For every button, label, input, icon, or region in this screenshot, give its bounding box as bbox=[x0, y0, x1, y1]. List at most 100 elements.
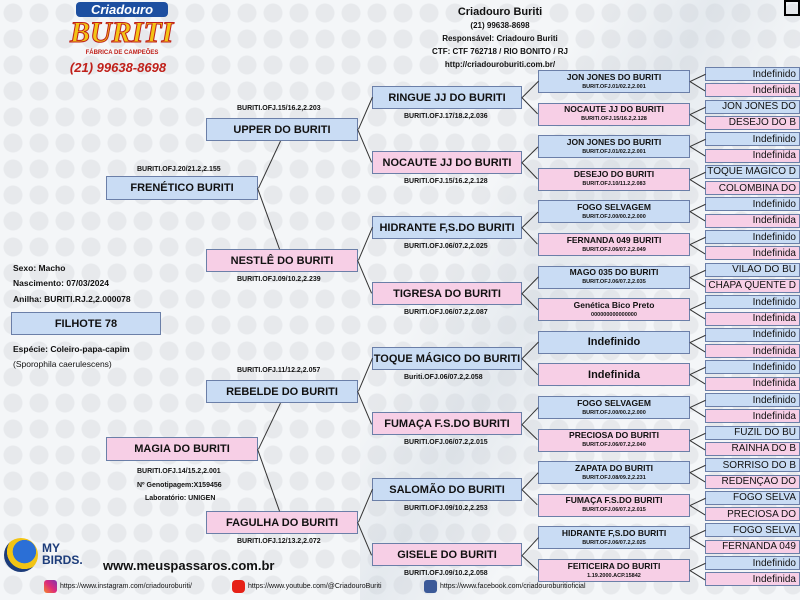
mybirds-text1: MY bbox=[42, 541, 60, 555]
instagram-link[interactable]: https://www.instagram.com/criadouroburit… bbox=[44, 580, 192, 593]
breeder-ctf: CTF: CTF 762718 / RIO BONITO / RJ bbox=[432, 47, 568, 56]
g5-box: Indefinida bbox=[705, 344, 800, 359]
g4-name: FERNANDA 049 BURITI bbox=[566, 234, 662, 245]
g4-ring: BURIT.OFJ.00/00.2,2.000 bbox=[582, 213, 646, 220]
logo: Criadouro BURITI FÁBRICA DE CAMPEÕES (21… bbox=[62, 0, 174, 78]
g5-box: Indefinida bbox=[705, 148, 800, 163]
g3-ring: BURITI.OFJ.06/07.2,2.025 bbox=[404, 243, 488, 250]
g4-name: HIDRANTE F,S.DO BURITI bbox=[561, 527, 667, 538]
g2-ring: BURITI.OFJ.11/12.2,2.057 bbox=[237, 367, 321, 374]
bird-ring: Anilha: BURITI.RJ.2,2.000078 bbox=[13, 294, 131, 304]
breeder-responsavel: Responsável: Criadouro Buriti bbox=[442, 34, 558, 43]
g4-name: FUMAÇA F.S.DO BURITI bbox=[565, 495, 663, 506]
g3-ring: BURITI.OFJ.09/10.2,2.253 bbox=[404, 505, 488, 512]
mother-ring: BURITI.OFJ.14/15.2,2.001 bbox=[137, 468, 221, 475]
g4-name: JON JONES DO BURITI bbox=[566, 71, 662, 82]
g2-box: NESTLÊ DO BURITI bbox=[206, 249, 358, 272]
g5-box: Indefinido bbox=[705, 556, 800, 570]
facebook-link[interactable]: https://www.facebook.com/criadouroburiti… bbox=[424, 580, 586, 593]
g2-ring: BURITI.OFJ.09/10.2,2.239 bbox=[237, 276, 321, 283]
g4-name: ZAPATA DO BURITI bbox=[574, 462, 654, 473]
g5-box: RAINHA DO B bbox=[705, 441, 800, 456]
g4-ring: BURIT.OFJ.08/09.2,2.231 bbox=[582, 474, 646, 481]
g4-ring: 1.19.2000.ACP.15842 bbox=[587, 572, 641, 579]
g4-name: Genética Bico Preto bbox=[573, 299, 655, 310]
g4-ring: BURIT.OFJ.06/07.2,2.015 bbox=[582, 507, 646, 514]
g5-box: Indefinida bbox=[705, 572, 800, 587]
instagram-url[interactable]: https://www.instagram.com/criadouroburit… bbox=[60, 583, 192, 590]
facebook-url[interactable]: https://www.facebook.com/criadouroburiti… bbox=[440, 583, 586, 590]
g4-ring: BURIT.OFJ.06/07.2,2.035 bbox=[582, 279, 646, 286]
g4-ring: BURIT.OFJ.06/07.2,2.040 bbox=[582, 442, 646, 449]
g4-name: PRECIOSA DO BURITI bbox=[569, 430, 659, 441]
g5-box: FOGO SELVA bbox=[705, 490, 800, 505]
g5-box: Indefinida bbox=[705, 83, 800, 98]
g4-ring: BURIT.OFJ.01/02.2,2.001 bbox=[582, 148, 646, 155]
g2-ring: BURITI.OFJ.15/16.2,2.203 bbox=[237, 105, 321, 112]
breeder-title: Criadouro Buriti bbox=[457, 6, 543, 18]
youtube-url[interactable]: https://www.youtube.com/@CriadouroBuriti bbox=[248, 583, 382, 590]
g3-box: NOCAUTE JJ DO BURITI bbox=[372, 151, 522, 174]
g4-name: FEITICEIRA DO BURITI bbox=[567, 560, 661, 571]
mother-genotipagem: Nº Genotipagem:X159456 bbox=[137, 482, 222, 489]
g5-box: Indefinida bbox=[705, 311, 800, 326]
mybirds-text2: BIRDS. bbox=[42, 553, 83, 567]
g3-box: GISELE DO BURITI bbox=[372, 543, 522, 566]
g5-box: FERNANDA 049 bbox=[705, 539, 800, 554]
bird-name: FILHOTE 78 bbox=[11, 312, 161, 335]
g5-box: DESEJO DO B bbox=[705, 115, 800, 130]
g2-box: FAGULHA DO BURITI bbox=[206, 511, 358, 534]
g5-box: Indefinida bbox=[705, 213, 800, 228]
g4-name: MAGO 035 DO BURITI bbox=[569, 267, 659, 278]
g5-box: FOGO SELVA bbox=[705, 523, 800, 538]
breeder-url[interactable]: http://criadouroburiti.com.br/ bbox=[444, 60, 556, 69]
bird-species: Espécie: Coleiro-papa-capim bbox=[13, 344, 130, 354]
g5-box: TOQUE MÁGICO D bbox=[705, 164, 800, 179]
g5-box: FUZIL DO BU bbox=[705, 425, 800, 440]
g5-box: Indefinido bbox=[705, 393, 800, 407]
g3-box: FUMAÇA F.S.DO BURITI bbox=[372, 412, 522, 435]
g4-box: Indefinida bbox=[538, 363, 690, 387]
g5-box: Indefinida bbox=[705, 376, 800, 391]
g4-ring: BURIT.OFJ.00/00.2,2.000 bbox=[582, 409, 646, 416]
bird-birth: Nascimento: 07/03/2024 bbox=[13, 278, 109, 288]
g3-box: SALOMÃO DO BURITI bbox=[372, 478, 522, 501]
g2-box: UPPER DO BURITI bbox=[206, 118, 358, 141]
g3-ring: BURITI.OFJ.06/07.2,2.087 bbox=[404, 309, 488, 316]
facebook-icon bbox=[424, 580, 437, 593]
g4-ring: BURIT.OFJ.01/02.2,2.001 bbox=[582, 83, 646, 90]
logo-line1: Criadouro bbox=[76, 2, 168, 17]
g5-box: Indefinida bbox=[705, 409, 800, 424]
qr-code-icon bbox=[784, 0, 800, 16]
g4-name: FOGO SELVAGEM bbox=[577, 201, 651, 212]
g4-name: FOGO SELVAGEM bbox=[577, 397, 651, 408]
mybirds-circle-icon bbox=[4, 538, 38, 572]
g3-ring: BURITI.OFJ.06/07.2,2.015 bbox=[404, 439, 488, 446]
breeder-header: Criadouro Buriti (21) 99638-8698 Respons… bbox=[420, 6, 580, 71]
footer-site-link[interactable]: www.meuspassaros.com.br bbox=[103, 558, 275, 573]
g4-ring: BURIT.OFJ.06/07.2,2.049 bbox=[582, 246, 646, 253]
g3-ring: BURITI.OFJ.09/10.2,2.058 bbox=[404, 570, 488, 577]
g5-box: PRECIOSA DO bbox=[705, 507, 800, 522]
g3-box: HIDRANTE F,S.DO BURITI bbox=[372, 216, 522, 239]
mother-laboratorio: Laboratório: UNIGEN bbox=[145, 495, 216, 502]
g4-name: JON JONES DO BURITI bbox=[566, 136, 662, 147]
g5-box: COLOMBINA DO bbox=[705, 181, 800, 196]
bird-sex: Sexo: Macho bbox=[13, 263, 66, 273]
g4-ring: 000000000000000 bbox=[591, 311, 637, 318]
instagram-icon bbox=[44, 580, 57, 593]
g5-box: CHAPA QUENTE D bbox=[705, 278, 800, 293]
father-box: FRENÉTICO BURITI bbox=[106, 176, 258, 200]
youtube-link[interactable]: https://www.youtube.com/@CriadouroBuriti bbox=[232, 580, 382, 593]
breeder-phone: (21) 99638-8698 bbox=[470, 21, 530, 30]
bird-scientific: (Sporophila caerulescens) bbox=[13, 359, 112, 369]
